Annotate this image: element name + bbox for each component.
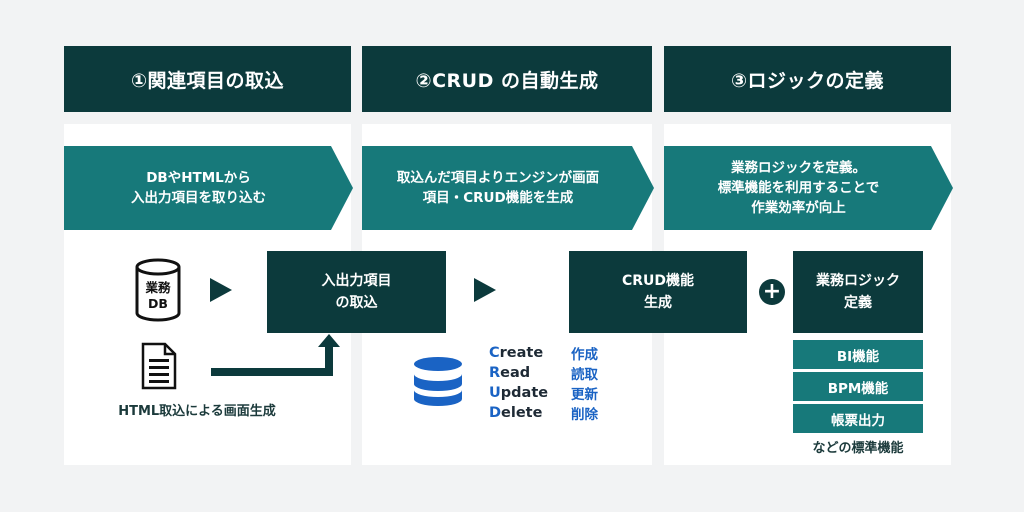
io-import-line1: 入出力項目 [321, 273, 392, 289]
database-icon: 業務 DB [134, 258, 182, 322]
io-import-line2: の取込 [335, 295, 378, 311]
logic-define-line1: 業務ロジック [816, 273, 900, 289]
banner-crud: 取込んだ項目よりエンジンが画面 項目・CRUD機能を生成 [362, 146, 654, 230]
crud-jp-read: 読取 [571, 367, 598, 383]
plus-icon: + [759, 279, 785, 305]
banner-logic-line2: 標準機能を利用することで [717, 180, 880, 196]
document-icon [141, 342, 177, 390]
io-import-box: 入出力項目 の取込 [267, 251, 446, 333]
header-import: ①関連項目の取込 [64, 46, 351, 112]
banner-import: DBやHTMLから 入出力項目を取り込む [64, 146, 353, 230]
html-import-caption: HTML取込による画面生成 [118, 404, 276, 419]
database-label-2: DB [148, 296, 168, 311]
logic-define-line2: 定義 [844, 295, 872, 311]
crud-word-rest: reate [499, 345, 544, 361]
database-label-1: 業務 [145, 280, 171, 295]
banner-logic-line1: 業務ロジックを定義。 [731, 160, 866, 176]
feature-report: 帳票出力 [793, 404, 923, 433]
flow-arrow-icon [210, 278, 232, 302]
features-caption: などの標準機能 [812, 441, 904, 456]
banner-import-line1: DBやHTMLから [146, 170, 251, 186]
banner-crud-line2: 項目・CRUD機能を生成 [422, 190, 574, 206]
crud-jp-delete: 削除 [571, 407, 598, 423]
crud-letter: R [489, 365, 501, 381]
crud-letter: U [489, 385, 501, 401]
crud-letter: C [489, 345, 500, 361]
flow-arrow-icon [474, 278, 496, 302]
crud-word-rest: pdate [500, 385, 549, 401]
database-stack-icon [414, 357, 462, 406]
crud-word-rest: ead [500, 365, 531, 381]
crud-generate-line1: CRUD機能 [621, 273, 695, 289]
elbow-arrow-icon [211, 334, 340, 376]
header-logic: ③ロジックの定義 [664, 46, 951, 112]
crud-letter: D [489, 405, 502, 421]
crud-jp-list: 作成 読取 更新 削除 [571, 345, 611, 425]
crud-generate-box: CRUD機能 生成 [569, 251, 747, 333]
banner-logic-line3: 作業効率が向上 [751, 200, 846, 216]
banner-crud-line1: 取込んだ項目よりエンジンが画面 [396, 170, 600, 186]
crud-generate-line2: 生成 [644, 295, 672, 311]
crud-word-rest: elete [501, 405, 543, 421]
banner-import-line2: 入出力項目を取り込む [131, 190, 266, 206]
feature-bpm: BPM機能 [793, 372, 923, 401]
crud-jp-update: 更新 [571, 387, 598, 403]
logic-define-box: 業務ロジック 定義 [793, 251, 923, 333]
feature-bi: BI機能 [793, 340, 923, 369]
crud-jp-create: 作成 [571, 347, 598, 363]
banner-logic: 業務ロジックを定義。 標準機能を利用することで 作業効率が向上 [664, 146, 953, 230]
header-crud: ②CRUD の自動生成 [362, 46, 652, 112]
